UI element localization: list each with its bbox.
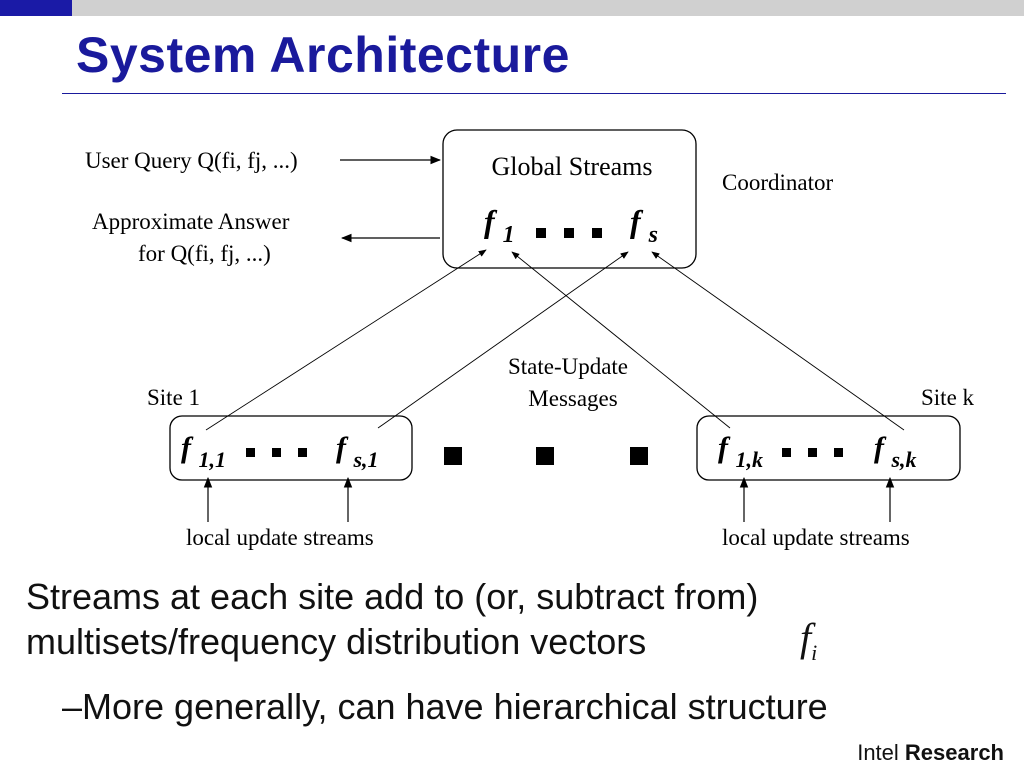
ellipsis-dot (782, 448, 791, 457)
site1-stream-first: f 1,1 (181, 431, 226, 472)
ellipsis-dot (536, 228, 546, 238)
ellipsis-dot (592, 228, 602, 238)
title-underline (62, 93, 1006, 94)
bullet-line-2: multisets/frequency distribution vectors (26, 621, 647, 662)
ellipsis-dot (272, 448, 281, 457)
coordinator-stream-f1-base: f (484, 203, 498, 239)
site1-stream-last-sub: s,1 (353, 447, 379, 472)
bullet-line-1: Streams at each site add to (or, subtrac… (26, 576, 759, 617)
sub-bullet: –More generally, can have hierarchical s… (62, 686, 828, 727)
sites-ellipsis-dot (630, 447, 648, 465)
sites-ellipsis-dot (536, 447, 554, 465)
global-streams-heading: Global Streams (491, 152, 652, 181)
fi-formula-base: f (800, 615, 812, 660)
sitek-stream-last-base: f (874, 431, 887, 464)
sitek-stream-first-base: f (718, 431, 731, 464)
ellipsis-dot (564, 228, 574, 238)
slide-title: System Architecture (76, 27, 570, 83)
coordinator-box (442, 129, 697, 269)
sitek-box (696, 415, 961, 481)
coordinator-stream-fs: f s (630, 203, 658, 248)
coordinator-stream-f1: f 1 (484, 203, 515, 248)
approx-answer-line1: Approximate Answer (92, 209, 290, 234)
footer-brand-name: Intel (857, 740, 899, 765)
state-update-arrow (511, 251, 731, 429)
approx-answer-line2: for Q(fi, fj, ...) (138, 241, 271, 266)
site1-local-streams-label: local update streams (186, 525, 374, 550)
site1-stream-last-base: f (336, 431, 349, 464)
site1-box (169, 415, 413, 481)
site1-stream-first-sub: 1,1 (199, 447, 227, 472)
sitek-stream-last-sub: s,k (891, 447, 917, 472)
coordinator-stream-fs-base: f (630, 203, 644, 239)
state-update-arrow (205, 249, 487, 431)
state-update-arrow (651, 251, 905, 431)
sitek-stream-last: f s,k (874, 431, 917, 472)
ellipsis-dot (298, 448, 307, 457)
state-update-line2: Messages (528, 386, 617, 411)
footer-brand-strong: Research (904, 740, 1004, 765)
top-accent-bar (0, 0, 72, 16)
sitek-local-streams-label: local update streams (722, 525, 910, 550)
sitek-label: Site k (921, 385, 975, 410)
fi-formula: fi (800, 614, 817, 666)
coordinator-stream-fs-sub: s (648, 222, 658, 248)
top-gray-bar (72, 0, 1024, 16)
user-query-label: User Query Q(fi, fj, ...) (85, 148, 298, 173)
site1-stream-first-base: f (181, 431, 194, 464)
coordinator-stream-f1-sub: 1 (503, 222, 515, 248)
state-update-arrow (377, 251, 629, 429)
sites-ellipsis-dot (444, 447, 462, 465)
site1-stream-last: f s,1 (336, 431, 379, 472)
sitek-stream-first: f 1,k (718, 431, 763, 472)
ellipsis-dot (246, 448, 255, 457)
footer-brand: Intel Research (857, 740, 1004, 766)
architecture-diagram: Global Streams f 1 f s Coordinator User … (85, 129, 975, 550)
coordinator-label: Coordinator (722, 170, 833, 195)
fi-formula-sub: i (811, 640, 818, 665)
ellipsis-dot (808, 448, 817, 457)
state-update-line1: State-Update (508, 354, 628, 379)
sitek-stream-first-sub: 1,k (736, 447, 764, 472)
ellipsis-dot (834, 448, 843, 457)
site1-label: Site 1 (147, 385, 200, 410)
